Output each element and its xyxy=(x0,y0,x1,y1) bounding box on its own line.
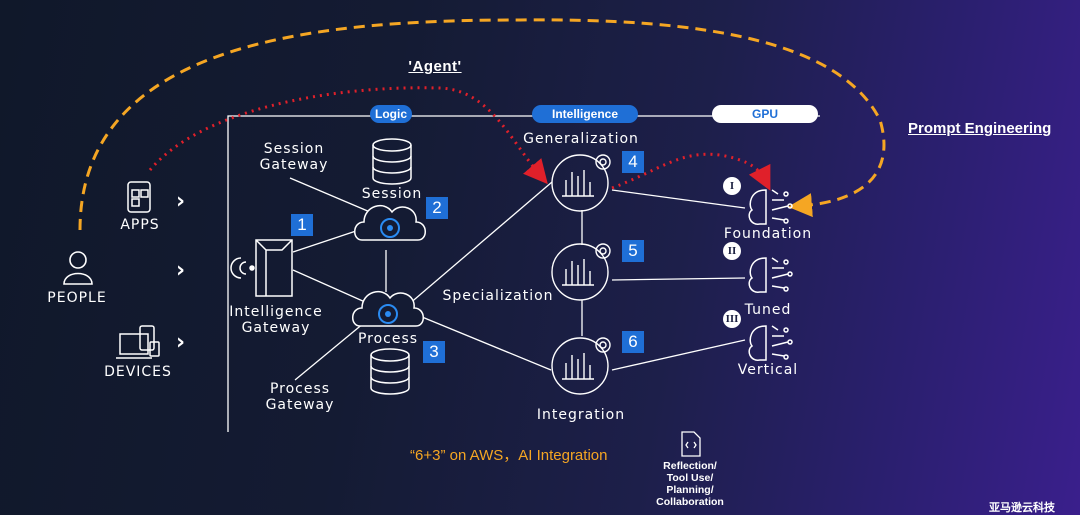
chevron-right-icon: › xyxy=(176,189,186,214)
chevron-right-icon: › xyxy=(176,330,186,355)
tuned-label: Tuned xyxy=(744,302,792,318)
model-circles xyxy=(551,154,611,395)
tagline: “6+3” on AWS，AI Integration xyxy=(410,447,608,464)
intelligence-gateway-icon xyxy=(230,239,293,297)
apps-label: APPS xyxy=(120,217,160,233)
process-cloud-icon xyxy=(352,290,424,327)
brain-icons xyxy=(748,189,793,361)
intelligence-pill: Intelligence xyxy=(532,105,638,123)
step-badge-2: 2 xyxy=(426,197,448,219)
connector-lines xyxy=(289,177,746,381)
process-label: Process xyxy=(357,331,419,347)
logic-pill: Logic xyxy=(370,105,412,123)
gpu-pill: GPU xyxy=(712,105,818,123)
integration-label: Integration xyxy=(536,407,626,423)
step-badge-1: 1 xyxy=(291,214,313,236)
chevron-right-icon: › xyxy=(176,258,186,283)
devices-icon xyxy=(116,325,160,359)
roman-badge-3: III xyxy=(723,310,741,328)
foundation-arrow xyxy=(611,152,771,191)
intelligence-gateway-label: Intelligence Gateway xyxy=(229,304,323,336)
agent-title: 'Agent' xyxy=(408,58,462,75)
people-icon xyxy=(63,251,93,285)
session-cloud-icon xyxy=(354,204,426,241)
devices-label: DEVICES xyxy=(104,364,172,380)
generalization-label: Generalization xyxy=(523,131,639,147)
roman-badge-1: I xyxy=(723,177,741,195)
code-file-icon xyxy=(681,431,701,457)
people-label: PEOPLE xyxy=(47,290,107,306)
roman-badge-2: II xyxy=(723,242,741,260)
session-label: Session xyxy=(361,186,423,202)
specialization-label: Specialization xyxy=(442,288,554,304)
foundation-label: Foundation xyxy=(723,226,813,242)
prompt-engineering-label: Prompt Engineering xyxy=(908,120,1052,137)
agent-arrow xyxy=(148,86,548,185)
apps-icon xyxy=(127,181,151,213)
session-gateway-label: Session Gateway xyxy=(259,141,329,173)
process-gateway-label: Process Gateway xyxy=(265,381,335,413)
step-badge-3: 3 xyxy=(423,341,445,363)
step-badge-6: 6 xyxy=(622,331,644,353)
step-badge-4: 4 xyxy=(622,151,644,173)
step-badge-5: 5 xyxy=(622,240,644,262)
agent-capabilities: Reflection/ Tool Use/ Planning/ Collabor… xyxy=(656,460,724,508)
process-db-icon xyxy=(370,348,410,395)
brand-logo-text: 亚马逊云科技 xyxy=(989,501,1055,514)
vertical-label: Vertical xyxy=(737,362,799,378)
session-db-icon xyxy=(372,138,412,185)
prompt-engineering-arrow xyxy=(78,18,886,231)
